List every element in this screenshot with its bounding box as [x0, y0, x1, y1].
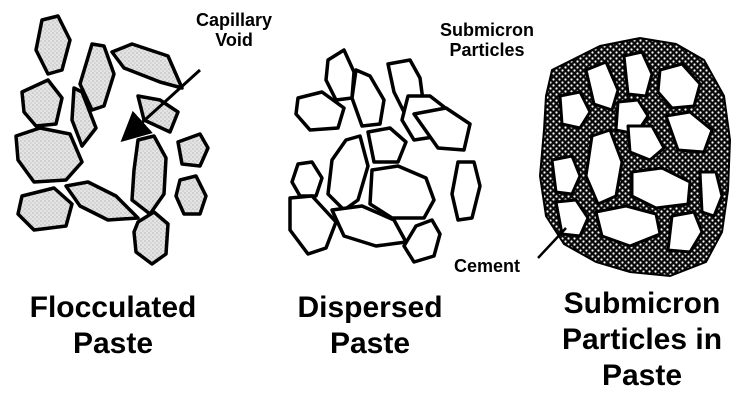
grain	[368, 128, 406, 162]
capillary-void-label: Capillary Void	[196, 10, 272, 50]
cement-pointer	[538, 228, 566, 258]
submicron-caption-line-1: Submicron	[544, 286, 740, 322]
grain	[178, 134, 208, 166]
grain	[18, 188, 72, 230]
dispersed-caption: Dispersed Paste	[280, 290, 460, 362]
submicron-caption-line-2: Particles in	[544, 322, 740, 358]
dispersed-grains	[290, 50, 480, 262]
grain	[370, 166, 434, 218]
submicron-particles-label: Submicron Particles	[440, 20, 534, 60]
dispersed-caption-line-2: Paste	[280, 326, 460, 362]
grain	[452, 162, 480, 220]
grain	[134, 212, 168, 264]
flocculated-grains	[16, 16, 208, 264]
submicron-particles-line-2: Particles	[440, 40, 534, 60]
grain	[132, 136, 166, 214]
flocculated-caption-line-2: Paste	[18, 326, 208, 362]
grain	[16, 128, 82, 182]
grain	[290, 196, 336, 254]
grain	[176, 176, 206, 214]
grain	[22, 80, 62, 126]
capillary-void-line-2: Void	[196, 30, 272, 50]
grain	[36, 16, 70, 74]
submicron-caption: Submicron Particles in Paste	[544, 286, 740, 394]
flocculated-caption: Flocculated Paste	[18, 290, 208, 362]
dispersed-caption-line-1: Dispersed	[280, 290, 460, 326]
grain	[292, 162, 322, 196]
grain	[328, 136, 368, 210]
grain	[326, 50, 354, 100]
cement-label: Cement	[454, 256, 520, 276]
grain	[138, 96, 178, 132]
submicron-caption-line-3: Paste	[544, 358, 740, 394]
grain	[552, 156, 580, 194]
grain	[66, 182, 138, 220]
submicron-particles-line-1: Submicron	[440, 20, 534, 40]
grain	[112, 44, 182, 88]
capillary-void-line-1: Capillary	[196, 10, 272, 30]
grain	[404, 220, 440, 262]
flocculated-caption-line-1: Flocculated	[18, 290, 208, 326]
grain	[352, 70, 384, 126]
